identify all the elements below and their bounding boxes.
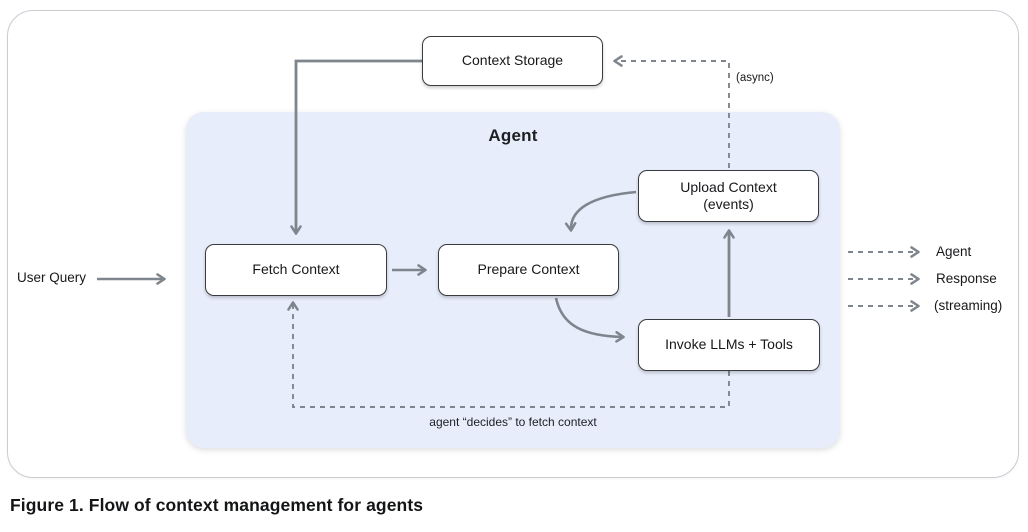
node-invoke-llms-label: Invoke LLMs + Tools <box>665 336 793 353</box>
agent-container-label: Agent <box>488 126 538 145</box>
node-prepare-context-label: Prepare Context <box>477 261 580 278</box>
node-fetch-context-label: Fetch Context <box>252 261 340 278</box>
output-label-response: Response <box>936 271 997 286</box>
user-query-label: User Query <box>17 270 87 285</box>
node-fetch-context: Fetch Context <box>205 244 387 296</box>
node-prepare-context: Prepare Context <box>438 244 619 296</box>
figure-caption: Figure 1. Flow of context management for… <box>10 495 424 515</box>
output-label-agent: Agent <box>936 244 972 259</box>
async-label: (async) <box>736 72 774 84</box>
node-upload-context-label-line2: (events) <box>703 196 754 212</box>
output-label-streaming: (streaming) <box>934 298 1003 313</box>
node-context-storage: Context Storage <box>422 36 603 86</box>
node-context-storage-label: Context Storage <box>461 52 564 69</box>
loop-note-label: agent “decides” to fetch context <box>429 415 597 429</box>
node-invoke-llms: Invoke LLMs + Tools <box>638 319 820 371</box>
node-upload-context: Upload Context (events) <box>638 170 819 222</box>
node-upload-context-label-line1: Upload Context <box>680 178 777 195</box>
